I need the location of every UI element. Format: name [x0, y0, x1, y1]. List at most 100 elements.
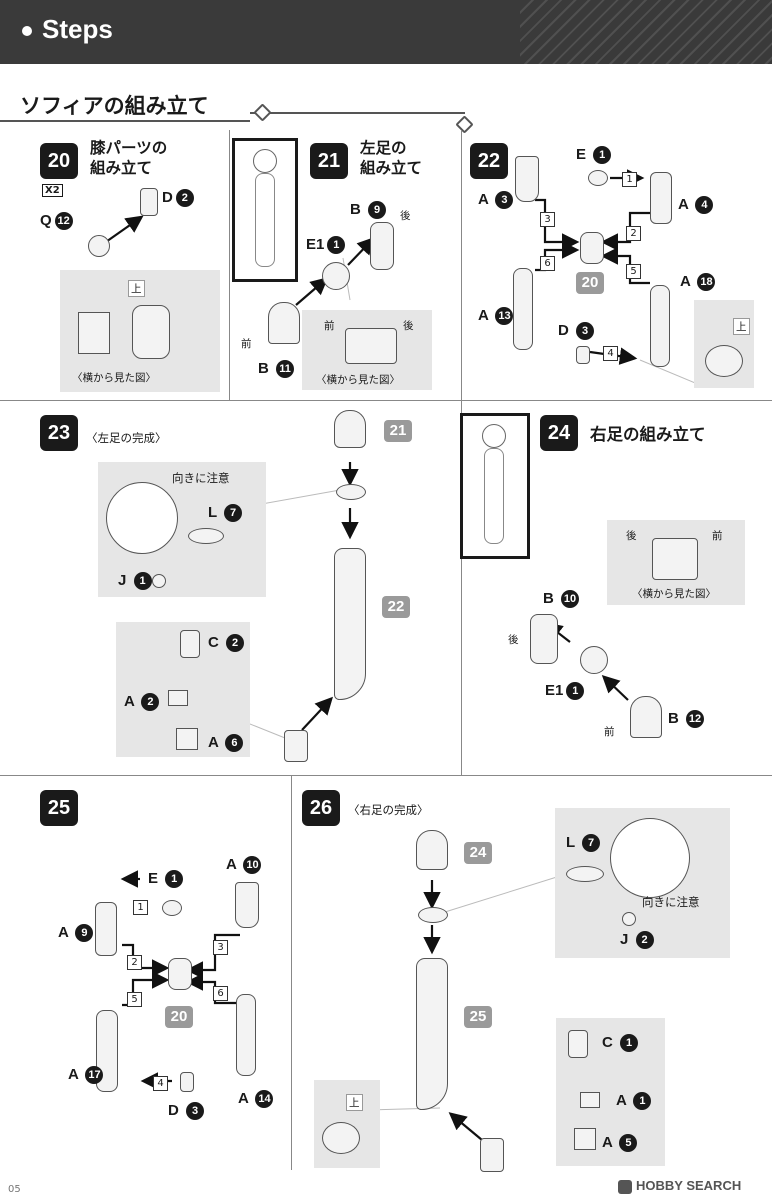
step-badge: 20 [40, 143, 78, 179]
part-number: 2 [175, 189, 194, 208]
part-number: 1 [593, 146, 612, 165]
part-number: 14 [255, 1090, 274, 1109]
sequence-number: 5 [626, 264, 641, 279]
part-letter: A [124, 693, 135, 710]
part-a2-shape [168, 690, 188, 706]
part-letter: A [478, 191, 489, 208]
up-label: 上 [128, 280, 145, 297]
zoom-detail-circle [610, 818, 690, 898]
part-number: 5 [619, 1134, 638, 1153]
part-label: B 10 [543, 590, 580, 609]
part-letter: Q [40, 212, 52, 229]
bullet-icon [22, 26, 32, 37]
part-letter: A [616, 1092, 627, 1109]
section-underline [0, 120, 250, 122]
part-number: 12 [686, 710, 705, 729]
part-number: 1 [566, 682, 585, 701]
step-badge: 25 [40, 790, 78, 826]
front-label: 前 [712, 530, 723, 542]
part-foot-shape [480, 1138, 504, 1172]
sequence-number: 6 [213, 986, 228, 1001]
part-number: 6 [225, 734, 244, 753]
part-letter: C [602, 1034, 613, 1051]
part-label: D 3 [168, 1102, 205, 1121]
part-number: 10 [243, 856, 262, 875]
page-number: 05 [8, 1184, 21, 1195]
part-foot-shape [284, 730, 308, 762]
part-label: E 1 [576, 146, 612, 165]
sequence-number: 2 [626, 226, 641, 241]
up-label: 上 [346, 1094, 363, 1111]
figure-body [255, 173, 275, 267]
part-letter: A [238, 1090, 249, 1107]
part-letter: A [226, 856, 237, 873]
part-l7-shape [188, 528, 224, 544]
part-number: 2 [141, 693, 160, 712]
part-letter: L [208, 504, 217, 521]
part-letter: D [162, 189, 173, 206]
step-subtitle: 〈左足の完成〉 [86, 431, 167, 445]
front-label: 前 [241, 338, 252, 350]
side-view-part [322, 1122, 360, 1154]
reference-badge: 20 [165, 1006, 193, 1028]
back-label: 後 [403, 320, 414, 332]
part-number: 2 [226, 634, 245, 653]
part-number: 18 [697, 273, 716, 292]
part-label: B 12 [668, 710, 705, 729]
part-label: B 11 [258, 360, 295, 379]
side-view-caption: 〈横から見た図〉 [316, 374, 400, 386]
side-view-caption: 〈横から見た図〉 [632, 588, 716, 600]
reference-badge: 22 [382, 596, 410, 618]
part-label: A 14 [238, 1090, 274, 1109]
part-a14-shape [236, 994, 256, 1076]
part-label: A 18 [680, 273, 716, 292]
part-a13-shape [513, 268, 533, 350]
part-b12-shape [630, 696, 662, 738]
side-view-part [705, 345, 743, 377]
step-badge: 26 [302, 790, 340, 826]
part-knee-shape [168, 958, 192, 990]
part-number: 7 [224, 504, 243, 523]
part-d2-shape [140, 188, 158, 216]
part-a10-shape [235, 882, 259, 928]
part-b11-shape [268, 302, 300, 344]
part-b10-shape [530, 614, 558, 664]
part-leg-shape [334, 548, 366, 700]
part-thigh-shape [334, 410, 366, 448]
part-letter: B [258, 360, 269, 377]
part-a1-shape [580, 1092, 600, 1108]
part-label: A 17 [68, 1066, 104, 1085]
part-label: A 1 [616, 1092, 652, 1111]
watermark-text: HOBBY SEARCH [636, 1178, 742, 1193]
zoom-detail-circle [106, 482, 178, 554]
part-number: 12 [54, 212, 73, 231]
part-label: A 10 [226, 856, 262, 875]
side-view-caption: 〈横から見た図〉 [72, 372, 156, 384]
part-e1-shape [588, 170, 608, 186]
part-number: 13 [495, 307, 514, 326]
part-label: D 3 [558, 322, 595, 341]
step-title-line: 左足の [360, 139, 407, 157]
back-label: 後 [626, 530, 637, 542]
part-letter: E [148, 870, 159, 887]
part-number: 1 [633, 1092, 652, 1111]
sequence-number: 3 [213, 940, 228, 955]
part-letter: J [118, 572, 127, 589]
divider [461, 130, 462, 400]
part-d3-shape [576, 346, 590, 364]
part-e1-shape [162, 900, 182, 916]
caution-text: 向きに注意 [172, 471, 230, 485]
figure-reference-box [460, 413, 530, 559]
part-number: 10 [561, 590, 580, 609]
part-a4-shape [650, 172, 672, 224]
part-number: 17 [85, 1066, 104, 1085]
part-e1-shape [580, 646, 608, 674]
part-letter: A [678, 196, 689, 213]
part-a9-shape [95, 902, 117, 956]
front-label: 前 [604, 726, 615, 738]
part-number: 1 [133, 572, 152, 591]
part-letter: A [602, 1134, 613, 1151]
step-badge: 22 [470, 143, 508, 179]
